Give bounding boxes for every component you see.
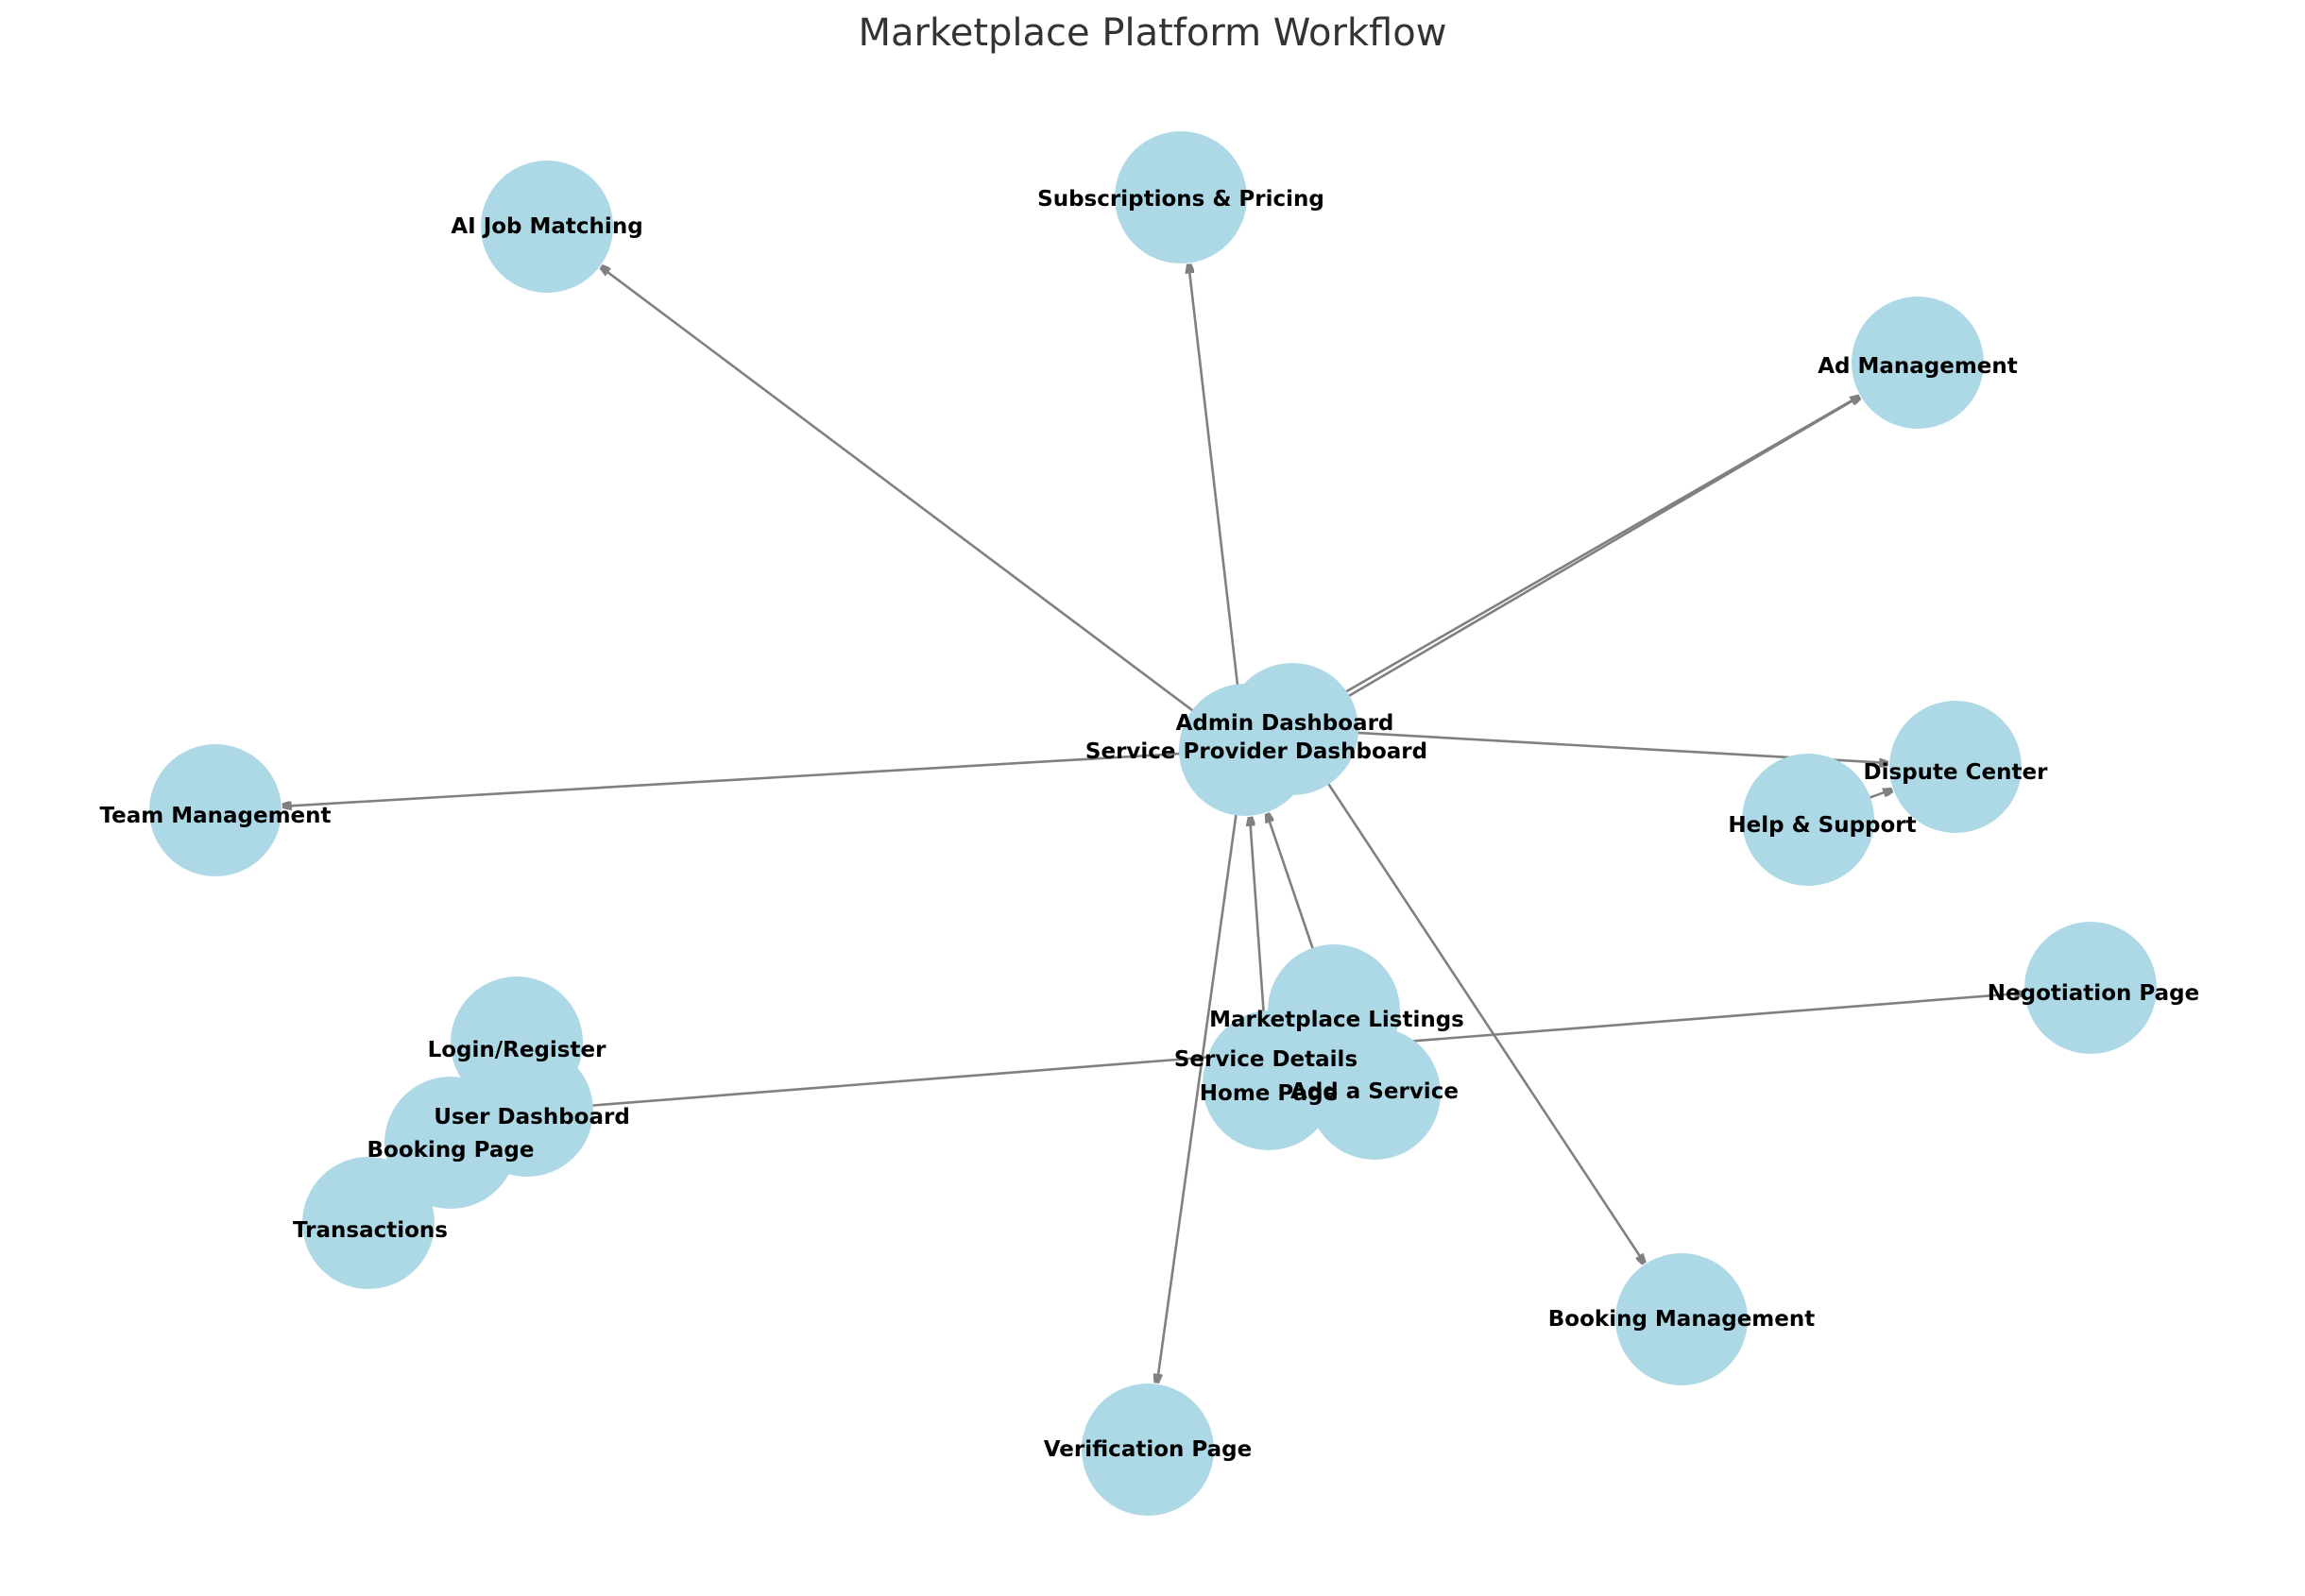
node-label-booking_page: Booking Page <box>367 1138 535 1163</box>
node-label-dispute_center: Dispute Center <box>1864 760 2049 785</box>
node-team_management[interactable] <box>149 744 282 876</box>
edge-sp_dashboard-to-subscriptions <box>1188 265 1247 751</box>
edge-sp_dashboard-to-ad_management <box>1244 397 1859 752</box>
node-label-ad_management: Ad Management <box>1818 354 2018 379</box>
diagram-title: Marketplace Platform Workflow <box>858 11 1447 55</box>
node-label-service_details: Service Details <box>1174 1047 1357 1072</box>
node-label-verification_page: Verification Page <box>1044 1437 1252 1462</box>
edge-admin_dashboard-to-booking_management <box>1290 728 1644 1263</box>
nodes-layer <box>149 131 2157 1516</box>
node-transactions[interactable] <box>302 1157 435 1289</box>
labels-layer: AI Job Matching Subscriptions & PricingAd… <box>99 187 2199 1462</box>
node-label-transactions: Transactions <box>293 1218 448 1243</box>
node-home_page[interactable] <box>1203 1018 1335 1150</box>
node-label-team_management: Team Management <box>99 804 331 828</box>
node-label-admin_dashboard: Admin Dashboard <box>1176 711 1394 736</box>
node-label-user_dashboard: User Dashboard <box>434 1105 630 1129</box>
node-label-booking_management: Booking Management <box>1548 1307 1815 1332</box>
node-booking_management[interactable] <box>1615 1253 1748 1385</box>
node-label-sp_dashboard: Service Provider Dashboard <box>1085 739 1427 764</box>
node-label-negotiation_page: Negotiation Page <box>1988 981 2199 1006</box>
node-label-add_service: Add a Service <box>1290 1079 1459 1104</box>
node-booking_page[interactable] <box>384 1077 517 1209</box>
node-label-login_register: Login/Register <box>428 1038 607 1062</box>
node-ad_management[interactable] <box>1852 297 1984 429</box>
node-verification_page[interactable] <box>1082 1384 1214 1516</box>
node-sp_dashboard[interactable] <box>1179 684 1311 816</box>
edge-sp_dashboard-to-verification_page <box>1157 749 1247 1383</box>
node-negotiation_page[interactable] <box>2024 922 2157 1054</box>
node-ai_job_matching[interactable] <box>481 161 613 293</box>
node-add_service[interactable] <box>1308 1027 1441 1160</box>
node-label-home_page: Home Page <box>1200 1081 1338 1106</box>
edge-sp_dashboard-to-ai_job_matching <box>602 267 1246 752</box>
node-help_support[interactable] <box>1742 754 1874 886</box>
edge-admin_dashboard-to-ad_management <box>1291 397 1859 731</box>
node-subscriptions[interactable] <box>1115 131 1247 263</box>
node-label-marketplace_listings: Marketplace Listings <box>1209 1008 1464 1032</box>
node-label-ai_job_matching: AI Job Matching <box>451 214 642 239</box>
node-label-subscriptions: Subscriptions & Pricing <box>1037 187 1324 212</box>
node-dispute_center[interactable] <box>1889 701 2022 833</box>
node-label-help_support: Help & Support <box>1728 813 1916 838</box>
edge-sp_dashboard-to-team_management <box>283 748 1246 806</box>
